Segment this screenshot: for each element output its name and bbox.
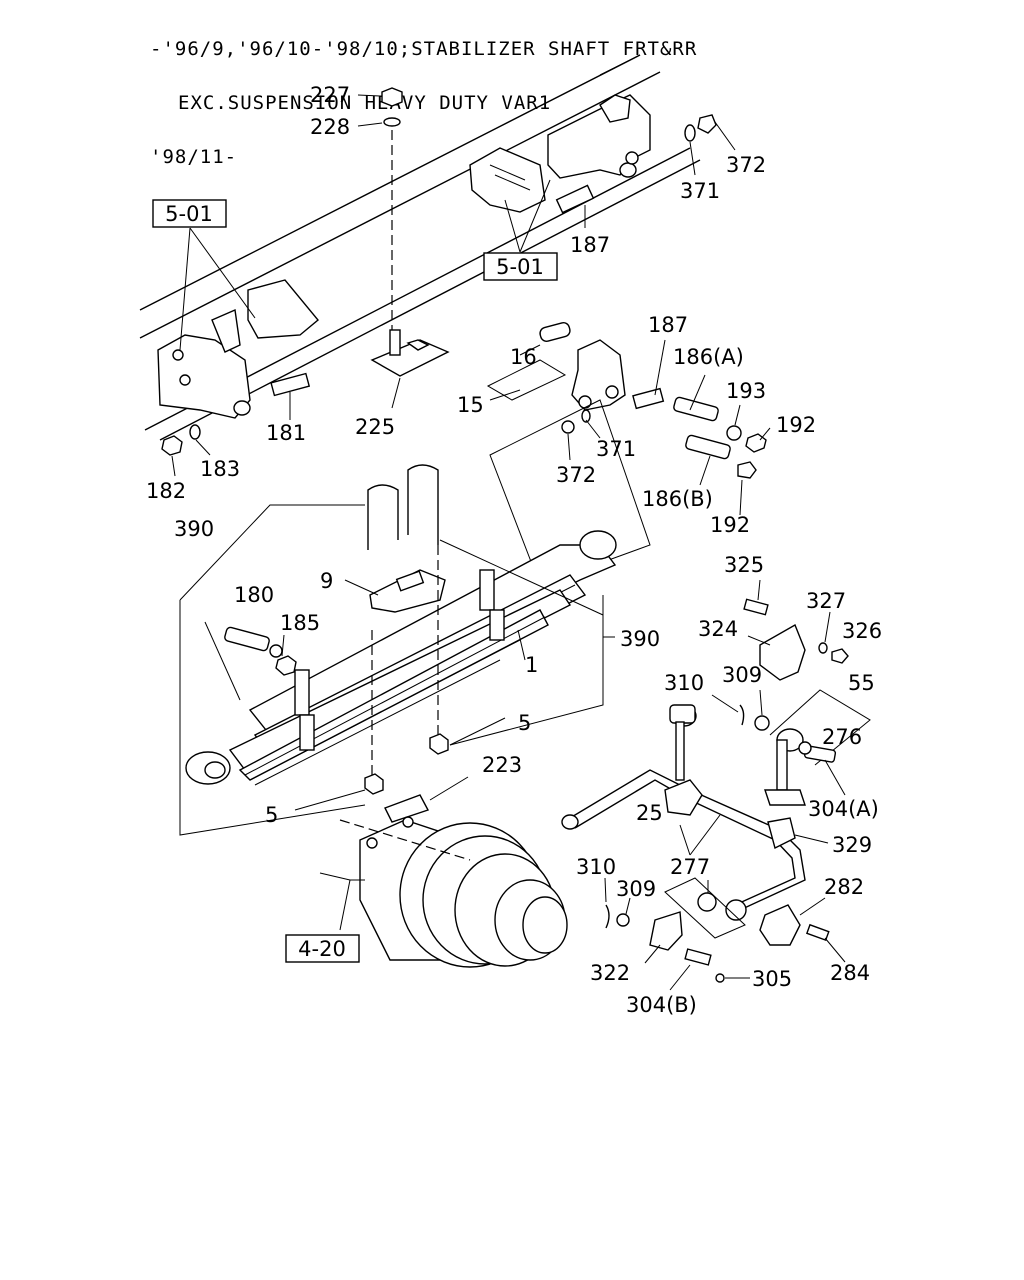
callout-5-upper: 5: [518, 711, 531, 735]
stabilizer-link-right: [764, 689, 871, 806]
axle-hub: [339, 816, 568, 968]
spring-pin-front: [204, 621, 297, 701]
ref-box-5-01-right: 5-01: [483, 252, 558, 281]
leader-frames: [179, 504, 615, 836]
stabilizer-bar: [561, 769, 806, 921]
callout-284: 284: [830, 961, 870, 985]
callout-327: 327: [806, 589, 846, 613]
callout-228: 228: [310, 115, 350, 139]
callout-304a: 304(A): [808, 797, 879, 821]
callout-182: 182: [146, 479, 186, 503]
callout-309-lower: 309: [616, 877, 656, 901]
stabilizer-link-left: [669, 704, 770, 781]
link-bracket-lower: [605, 877, 746, 983]
ref-label-4-20: 4-20: [298, 937, 346, 961]
callout-282: 282: [824, 875, 864, 899]
callout-187-top: 187: [570, 233, 610, 257]
callout-371-shackle: 371: [596, 437, 636, 461]
callout-186b: 186(B): [642, 487, 713, 511]
callout-371-top: 371: [680, 179, 720, 203]
ref-label-5-01-right: 5-01: [496, 255, 544, 279]
callout-labels: 227 228 372 371 187 187 16 186(A) 15 193…: [146, 83, 882, 1017]
callout-187-shackle: 187: [648, 313, 688, 337]
header-line-1: -'96/9,'96/10-'98/10;STABILIZER SHAFT FR…: [150, 38, 698, 60]
callout-181: 181: [266, 421, 306, 445]
rear-hanger-bracket: [469, 94, 651, 213]
diagram-header: -'96/9,'96/10-'98/10;STABILIZER SHAFT FR…: [150, 4, 697, 184]
bar-clamp: [759, 904, 830, 946]
callout-225: 225: [355, 415, 395, 439]
u-bolts: [364, 464, 449, 823]
callout-276: 276: [822, 725, 862, 749]
callout-185: 185: [280, 611, 320, 635]
callout-305: 305: [752, 967, 792, 991]
spring-shackle: [486, 322, 767, 586]
callout-326: 326: [842, 619, 882, 643]
callout-15: 15: [457, 393, 484, 417]
callout-5-lower: 5: [265, 803, 278, 827]
bumper-stopper-hardware: [370, 87, 450, 377]
ref-label-5-01-left: 5-01: [165, 202, 213, 226]
callout-310-lower: 310: [576, 855, 616, 879]
header-line-3: '98/11-: [150, 146, 238, 168]
callout-9: 9: [320, 569, 333, 593]
callout-304b: 304(B): [626, 993, 697, 1017]
callout-55: 55: [848, 671, 875, 695]
callout-277: 277: [670, 855, 710, 879]
callout-227: 227: [310, 83, 350, 107]
ref-box-5-01-left: 5-01: [152, 199, 227, 228]
callout-310-upper: 310: [664, 671, 704, 695]
callout-183: 183: [200, 457, 240, 481]
callout-322: 322: [590, 961, 630, 985]
callout-1: 1: [525, 653, 538, 677]
callout-192-lower: 192: [710, 513, 750, 537]
callout-223: 223: [482, 753, 522, 777]
leaf-spring-assembly: [185, 530, 617, 786]
leader-lines: [171, 94, 846, 991]
callout-193: 193: [726, 379, 766, 403]
callout-372-shackle: 372: [556, 463, 596, 487]
callout-390-left: 390: [174, 517, 214, 541]
callout-325: 325: [724, 553, 764, 577]
header-line-2: EXC.SUSPENSION HEAVY DUTY VAR1: [178, 92, 552, 114]
callout-192-upper: 192: [776, 413, 816, 437]
callout-329: 329: [832, 833, 872, 857]
callout-390-right: 390: [620, 627, 660, 651]
callout-180: 180: [234, 583, 274, 607]
ref-box-4-20: 4-20: [285, 934, 360, 963]
callout-309-upper: 309: [722, 663, 762, 687]
front-hanger-bracket: [157, 279, 319, 419]
callout-186a: 186(A): [673, 345, 744, 369]
link-bracket-upper: [743, 598, 849, 681]
bolts-and-nuts-upper: [161, 114, 717, 456]
callout-16: 16: [510, 345, 537, 369]
callout-324: 324: [698, 617, 738, 641]
callout-25: 25: [636, 801, 663, 825]
callout-372-top: 372: [726, 153, 766, 177]
